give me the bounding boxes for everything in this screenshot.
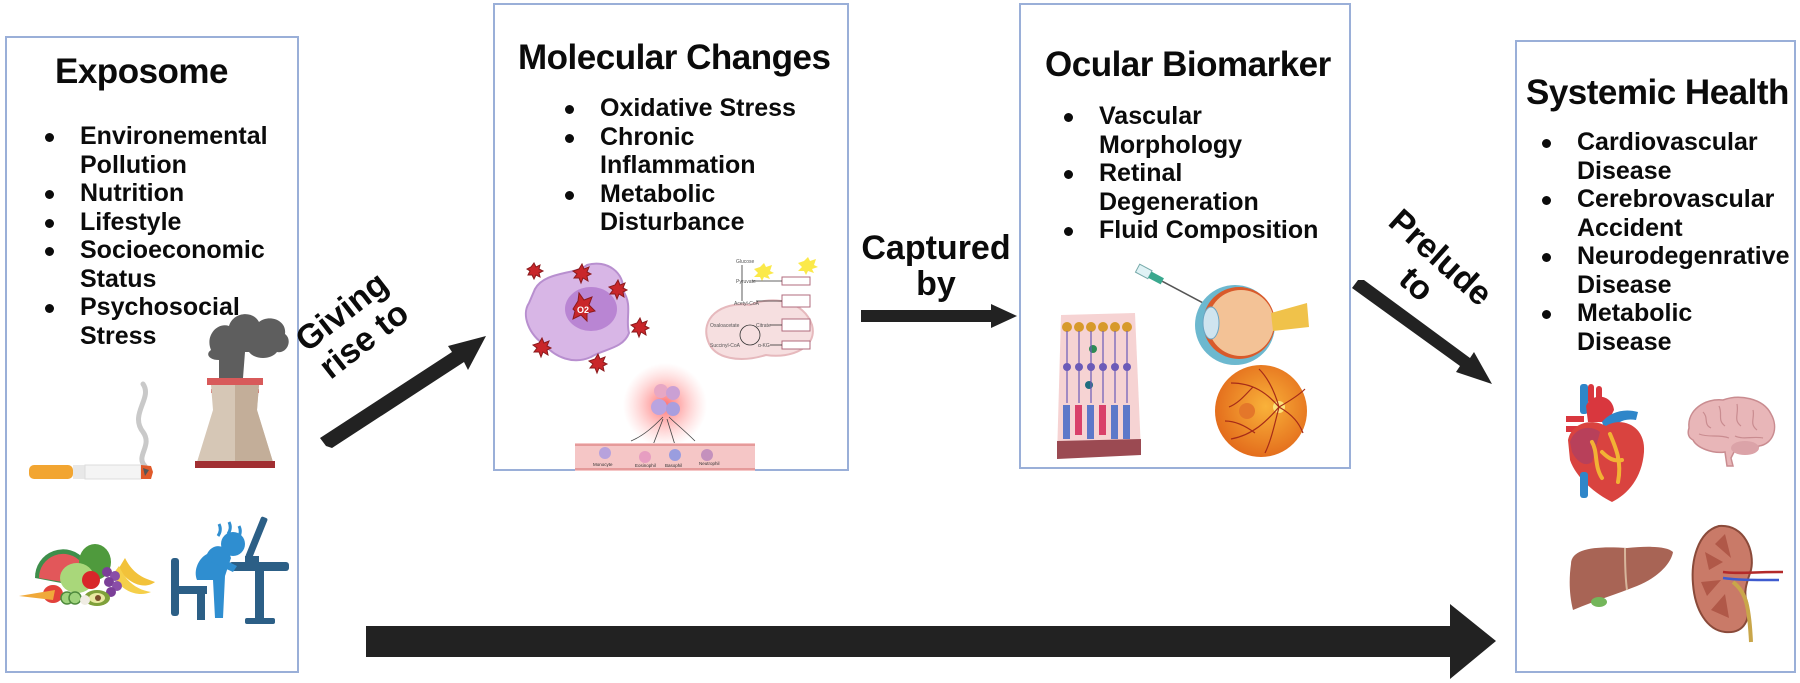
svg-text:Acetyl-CoA: Acetyl-CoA <box>734 301 760 307</box>
svg-text:α-KG: α-KG <box>758 343 770 349</box>
svg-text:Monocyte: Monocyte <box>593 462 613 467</box>
ocular-biomarker-title: Ocular Biomarker <box>1045 45 1331 84</box>
arrow-exposome-to-systemic-health <box>366 604 1496 679</box>
svg-text:Neutrophil: Neutrophil <box>699 461 720 466</box>
cigarette-icon <box>29 381 153 480</box>
factory-smokestack-icon <box>195 314 289 468</box>
list-item: Nutrition <box>42 179 268 208</box>
liver-icon <box>1569 546 1673 610</box>
arrow-captured-by <box>861 304 1017 328</box>
svg-text:Succinyl-CoA: Succinyl-CoA <box>710 343 741 349</box>
list-item: Fluid Composition <box>1061 216 1318 245</box>
svg-text:Basophil: Basophil <box>665 463 682 468</box>
svg-text:Glucose: Glucose <box>736 259 755 265</box>
kidney-icon <box>1691 524 1784 643</box>
brain-icon <box>1687 396 1776 467</box>
arrow-giving-rise-to <box>320 336 486 448</box>
fundus-icon <box>1215 365 1307 457</box>
stressed-person-at-desk-icon <box>171 516 289 624</box>
retina-layers-icon <box>1057 313 1141 459</box>
heart-icon <box>1566 384 1645 502</box>
mitochondria-metabolism-icon: Glucose Pyruvate Acetyl-CoA Oxaloacetate… <box>705 257 818 360</box>
svg-text:Eosinophil: Eosinophil <box>635 463 656 468</box>
fruits-vegetables-icon <box>19 544 155 606</box>
svg-text:Citrate: Citrate <box>756 323 771 329</box>
arrow-prelude-to <box>1352 280 1492 384</box>
molecular-changes-title: Molecular Changes <box>518 38 831 77</box>
oxygen-label: O2 <box>577 305 589 315</box>
inflammation-leukocytes-icon: Monocyte Eosinophil Basophil Neutrophil <box>575 363 755 471</box>
exposome-title: Exposome <box>55 52 229 91</box>
svg-text:Oxaloacetate: Oxaloacetate <box>710 323 740 329</box>
eye-syringe-icon <box>1134 263 1309 365</box>
cell-reactive-oxygen-icon: O2 <box>524 262 651 375</box>
systemic-health-title: Systemic Health <box>1526 73 1789 112</box>
list-item: Oxidative Stress <box>562 94 796 123</box>
svg-text:Pyruvate: Pyruvate <box>736 279 756 285</box>
list-item: Lifestyle <box>42 208 268 237</box>
molecular-changes-box: Molecular Changes Oxidative Stress Chron… <box>493 3 849 471</box>
